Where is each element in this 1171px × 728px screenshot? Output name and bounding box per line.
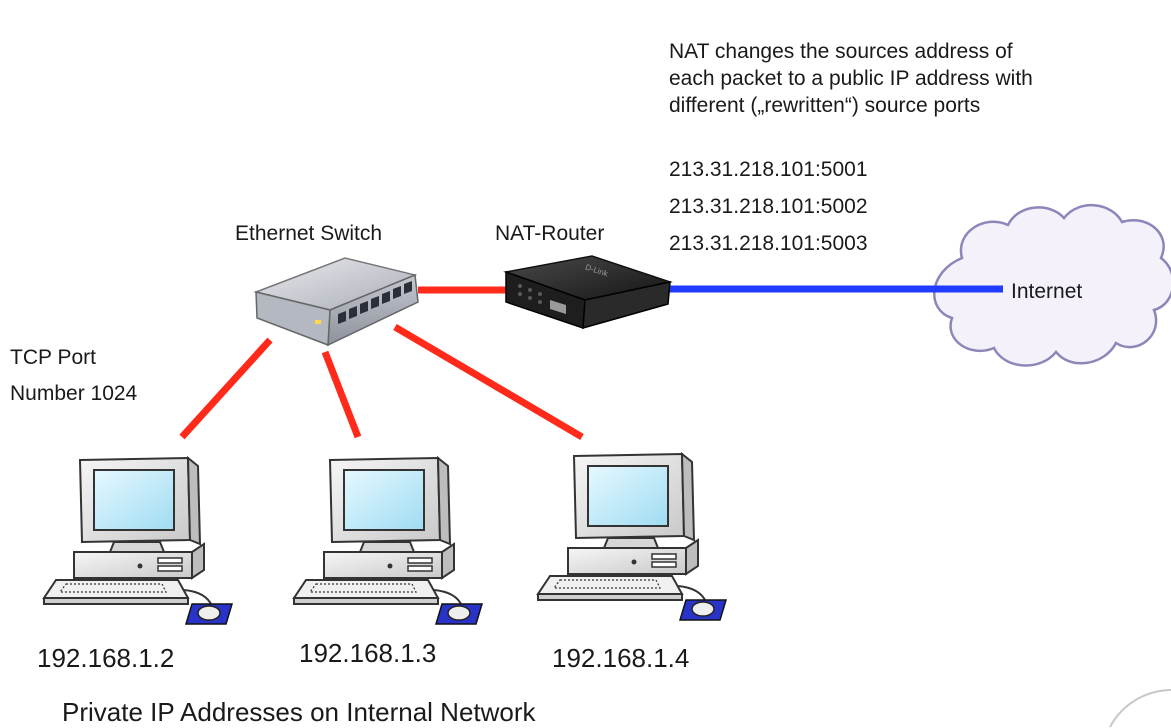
switch-label: Ethernet Switch bbox=[235, 222, 383, 245]
workstation-2 bbox=[293, 457, 483, 625]
public-address-3: 213.31.218.101:5003 bbox=[669, 232, 868, 255]
ethernet-switch-device bbox=[253, 257, 419, 347]
host-ip-3: 192.168.1.4 bbox=[552, 643, 690, 673]
lan-links bbox=[179, 286, 584, 441]
tcp-port-label-line-1: TCP Port bbox=[10, 346, 96, 369]
link-switch-host-3 bbox=[393, 323, 584, 441]
tcp-port-label-line-2: Number 1024 bbox=[10, 382, 138, 405]
corner-decoration bbox=[1109, 689, 1171, 727]
nat-note-line-1: NAT changes the sources address of bbox=[669, 40, 1013, 63]
nat-router-device bbox=[503, 255, 673, 330]
router-label: NAT-Router bbox=[495, 222, 605, 245]
host-ip-1: 192.168.1.2 bbox=[37, 643, 175, 673]
link-switch-host-1 bbox=[179, 337, 273, 440]
public-address-1: 213.31.218.101:5001 bbox=[669, 158, 868, 181]
internet-cloud bbox=[933, 203, 1171, 367]
host-ip-2: 192.168.1.3 bbox=[299, 638, 437, 668]
nat-note-line-3: different („rewritten“) source ports bbox=[669, 94, 981, 117]
nat-note-line-2: each packet to a public IP address with bbox=[669, 67, 1033, 90]
link-switch-host-2 bbox=[321, 350, 362, 439]
workstation-1 bbox=[43, 457, 233, 625]
public-address-2: 213.31.218.101:5002 bbox=[669, 195, 868, 218]
footer-caption: Private IP Addresses on Internal Network bbox=[62, 697, 536, 727]
workstation-3 bbox=[537, 453, 727, 621]
internet-label: Internet bbox=[1011, 280, 1083, 303]
